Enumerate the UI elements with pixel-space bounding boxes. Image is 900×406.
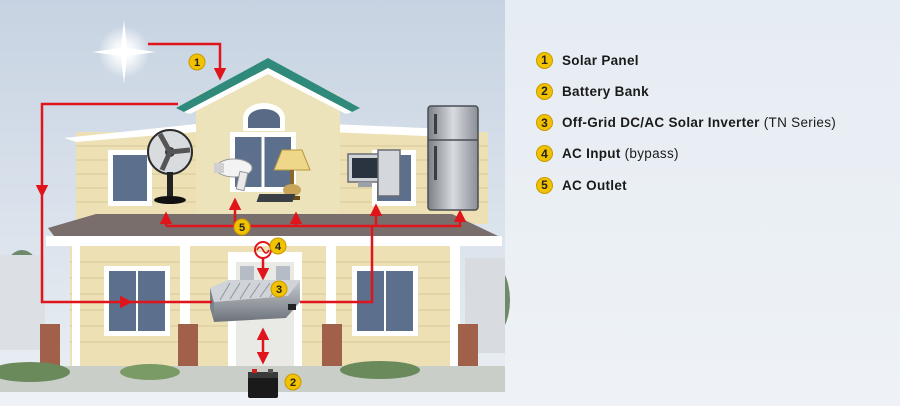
legend-label-extra: (TN Series) [763, 115, 837, 131]
legend-label: Solar Panel [562, 52, 639, 68]
legend-item-ac-input: 4 AC Input (bypass) [536, 144, 836, 164]
svg-text:2: 2 [290, 377, 296, 389]
marker-2: 2 [284, 373, 302, 391]
wiring [35, 42, 467, 365]
legend-item-inverter: 3 Off-Grid DC/AC Solar Inverter (TN Seri… [536, 113, 836, 133]
legend-item-solar-panel: 1 Solar Panel [536, 50, 836, 70]
solar-system-diagram: 1 2 3 4 5 [0, 0, 510, 398]
svg-text:3: 3 [276, 284, 282, 296]
legend-label: AC Input [562, 146, 621, 162]
marker-4: 4 [269, 237, 287, 255]
sun-icon [92, 20, 156, 84]
marker-1: 1 [188, 53, 206, 71]
legend-item-ac-outlet: 5 AC Outlet [536, 175, 836, 195]
marker-3: 3 [270, 280, 288, 298]
hair-dryer-icon [214, 158, 253, 192]
legend-label-extra: (bypass) [624, 146, 679, 162]
svg-text:4: 4 [275, 241, 282, 253]
legend: 1 Solar Panel 2 Battery Bank 3 Off-Grid … [536, 50, 836, 206]
legend-label: Battery Bank [562, 83, 649, 99]
legend-badge: 3 [536, 114, 553, 132]
legend-badge: 2 [536, 82, 553, 100]
inverter-icon [210, 280, 300, 322]
legend-item-battery-bank: 2 Battery Bank [536, 81, 836, 101]
battery-icon [248, 369, 278, 398]
legend-badge: 4 [536, 145, 553, 163]
computer-icon [256, 149, 401, 202]
legend-badge: 5 [536, 176, 553, 194]
refrigerator-icon [427, 105, 479, 211]
legend-label: Off-Grid DC/AC Solar Inverter [562, 115, 760, 131]
neighbor-house-left [0, 255, 45, 350]
legend-badge: 1 [536, 51, 553, 69]
fan-icon [147, 129, 193, 204]
svg-text:1: 1 [194, 57, 200, 69]
legend-label: AC Outlet [562, 177, 627, 193]
svg-text:5: 5 [239, 222, 245, 234]
marker-5: 5 [233, 218, 251, 236]
